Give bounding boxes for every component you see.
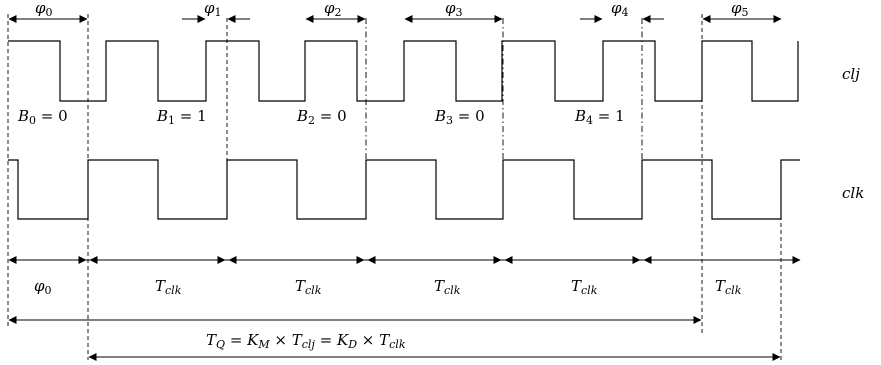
phase-sub: 2 <box>335 6 342 19</box>
interval-sub: clk <box>725 284 742 297</box>
phase-sym: φ <box>611 0 622 17</box>
phase-label-4: φ4 <box>611 0 629 19</box>
clj-waveform <box>8 40 799 102</box>
interval-sub: clk <box>305 284 322 297</box>
eq-clj-sub: clj <box>302 338 316 351</box>
eq-equals-1: = <box>225 331 247 349</box>
bit-label-3: B3 = 0 <box>434 107 485 127</box>
interval-label-3: Tclk <box>434 277 461 297</box>
phase-label-5: φ5 <box>731 0 749 19</box>
interval-sub: clk <box>581 284 598 297</box>
phase-label-3: φ3 <box>445 0 463 19</box>
bit-sub: 1 <box>168 114 175 127</box>
eq-clk-sub: clk <box>389 338 406 351</box>
phase-sym: φ <box>35 0 46 17</box>
phase-label-1: φ1 <box>204 0 222 19</box>
eq-times-2: × <box>357 331 379 349</box>
eq-t-sym: T <box>379 331 390 349</box>
phase-sub: 3 <box>456 6 463 19</box>
bit-sym: B <box>434 107 446 125</box>
eq-d-sub: D <box>347 338 357 351</box>
phase-sub: 5 <box>742 6 749 19</box>
interval-labels: φ0 Tclk Tclk Tclk Tclk Tclk <box>34 277 742 297</box>
bit-label-2: B2 = 0 <box>296 107 347 127</box>
interval-label-4: Tclk <box>571 277 598 297</box>
interval-sym: T <box>715 277 726 295</box>
eq-times-1: × <box>270 331 292 349</box>
eq-t-sym: T <box>206 331 217 349</box>
interval-label-5: Tclk <box>715 277 742 297</box>
bit-label-1: B1 = 1 <box>156 107 207 127</box>
interval-sub: clk <box>165 284 182 297</box>
clk-waveform <box>8 159 800 220</box>
period-equation: TQ = KM × Tclj = KD × Tclk <box>206 331 406 351</box>
interval-sub: clk <box>444 284 461 297</box>
phase-sub: 4 <box>622 6 629 19</box>
phase-sub: 0 <box>46 6 53 19</box>
interval-sym: T <box>434 277 445 295</box>
phase-sub: 1 <box>215 6 222 19</box>
phase-label-2: φ2 <box>324 0 342 19</box>
bit-value: = 1 <box>175 107 207 125</box>
eq-q-sub: Q <box>216 338 225 351</box>
interval-sym: T <box>571 277 582 295</box>
phase-sym: φ <box>731 0 742 17</box>
interval-label-0: φ0 <box>34 277 52 297</box>
interval-sym: T <box>295 277 306 295</box>
bit-sym: B <box>17 107 29 125</box>
reference-lines <box>7 14 782 360</box>
phase-label-0: φ0 <box>35 0 53 19</box>
bit-sym: B <box>156 107 168 125</box>
interval-sub: 0 <box>45 284 52 297</box>
phase-sym: φ <box>445 0 456 17</box>
eq-k-sym: K <box>246 331 259 349</box>
phase-labels: φ0 φ1 φ2 φ3 φ4 φ5 <box>35 0 749 19</box>
eq-equals-2: = <box>315 331 337 349</box>
bit-label-0: B0 = 0 <box>17 107 68 127</box>
bit-value: = 0 <box>315 107 347 125</box>
signal-label-clj: clj <box>842 65 860 83</box>
interval-sym: φ <box>34 277 45 295</box>
bit-sub: 2 <box>308 114 315 127</box>
bit-sub: 3 <box>446 114 453 127</box>
interval-sym: T <box>155 277 166 295</box>
phase-sym: φ <box>204 0 215 17</box>
eq-k-sym: K <box>336 331 349 349</box>
bit-sub: 0 <box>29 114 36 127</box>
eq-t-sym: T <box>292 331 303 349</box>
bit-value: = 0 <box>453 107 485 125</box>
bit-sym: B <box>574 107 586 125</box>
phase-sym: φ <box>324 0 335 17</box>
bit-sym: B <box>296 107 308 125</box>
interval-label-2: Tclk <box>295 277 322 297</box>
bit-value: = 0 <box>36 107 68 125</box>
eq-m-sub: M <box>257 338 270 351</box>
bit-labels: B0 = 0 B1 = 1 B2 = 0 B3 = 0 B4 = 1 <box>17 107 625 127</box>
bit-sub: 4 <box>586 114 593 127</box>
bit-value: = 1 <box>593 107 625 125</box>
signal-label-clk: clk <box>842 184 864 202</box>
interval-label-1: Tclk <box>155 277 182 297</box>
bit-label-4: B4 = 1 <box>574 107 625 127</box>
